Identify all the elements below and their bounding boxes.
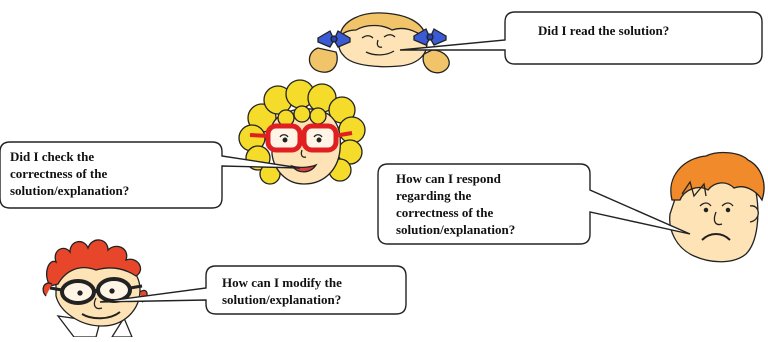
bubble-read-text: Did I read the solution? — [538, 22, 669, 39]
bubble-respond-line-4: solution/explanation? — [396, 222, 516, 237]
bubble-modify-text: How can I modify the solution/explanatio… — [222, 274, 342, 308]
bubble-check-line-2: correctness of the — [10, 166, 108, 181]
curly-girl-red-glasses-face-icon — [238, 79, 366, 185]
orange-haired-boy-face-icon — [669, 151, 765, 263]
bubble-modify-line-1: How can I modify the — [222, 275, 342, 290]
bubble-respond-text: How can I respond regarding the correctn… — [396, 170, 515, 238]
bubble-modify-line-2: solution/explanation? — [222, 292, 342, 307]
bubble-respond-line-1: How can I respond — [396, 171, 501, 186]
bubble-read-line-1: Did I read the solution? — [538, 23, 670, 38]
bubble-respond-line-3: correctness of the — [396, 205, 494, 220]
speech-bubble-read — [399, 11, 763, 65]
red-haired-man-glasses-face-icon — [42, 239, 148, 338]
speech-bubble-respond — [377, 163, 691, 245]
bubble-check-line-1: Did I check the — [10, 149, 95, 164]
bubble-check-line-3: solution/explanation? — [10, 183, 130, 198]
bubble-respond-line-2: regarding the — [396, 188, 472, 203]
speech-bubble-modify — [99, 265, 407, 315]
speech-bubble-check — [0, 141, 301, 209]
bubble-check-text: Did I check the correctness of the solut… — [10, 148, 129, 199]
girl-with-bows-face-icon — [308, 12, 450, 74]
